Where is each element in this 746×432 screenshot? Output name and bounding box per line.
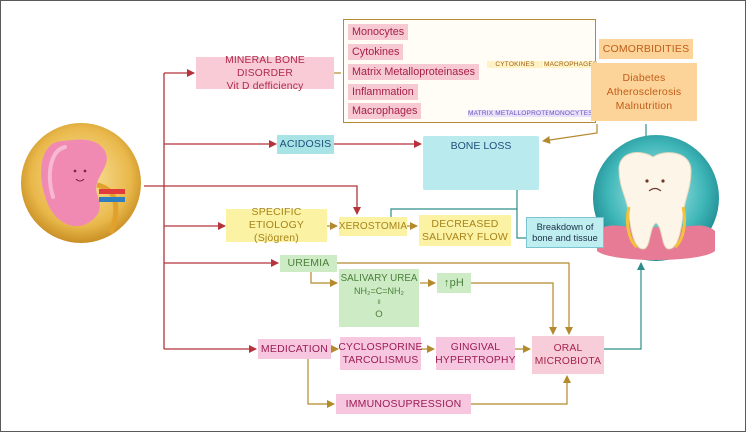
immunosupression-node: IMMUNOSUPRESSION (336, 394, 471, 414)
bone-loss-node: BONE LOSS (423, 136, 539, 190)
cytokines-caption: CYTOKINES (487, 61, 543, 68)
drug-cyclosporine: CYCLOSPORINE (338, 341, 423, 353)
mediator-monocytes: Monocytes (348, 24, 409, 40)
gingival-line1: GINGIVAL (450, 341, 501, 353)
breakdown-line2: bone and tissue (532, 232, 598, 243)
inflammatory-mediators-panel: Monocytes Cytokines Matrix Metalloprotei… (343, 19, 598, 123)
monocytes-caption: MONOCYTES (548, 110, 594, 117)
mmp-caption: MATRIX METALLOPROTEINASES (468, 110, 575, 117)
salivary-flow-line2: SALIVARY FLOW (421, 230, 509, 243)
comorbidity-atherosclerosis: Atherosclerosis (606, 86, 682, 98)
gingival-line2: HYPERTROPHY (435, 354, 516, 366)
macrophages-caption: MACROPHAGES (544, 61, 598, 68)
uremia-node: UREMIA (280, 255, 337, 272)
medication-node: MEDICATION (258, 339, 331, 359)
urea-formula: NH₂=C=NH₂ (354, 286, 404, 296)
bone-loss-label: BONE LOSS (450, 140, 512, 152)
kidney-illustration (21, 123, 141, 243)
comorbidity-diabetes: Diabetes (622, 72, 666, 84)
salivary-urea-node: SALIVARY UREA NH₂=C=NH₂ II O (339, 269, 419, 327)
oral-line1: ORAL (553, 343, 583, 354)
mineral-bone-disorder-node: MINERAL BONE DISORDER Vit D defficiency (196, 54, 334, 92)
specific-etiology-node: SPECIFIC ETIOLOGY (Sjögren) (226, 206, 327, 244)
mediator-inflammation: Inflammation (348, 84, 418, 100)
decreased-salivary-flow-node: DECREASED SALIVARY FLOW (419, 215, 511, 246)
mbd-subtitle: Vit D defficiency (226, 80, 304, 92)
acidosis-node: ACIDOSIS (277, 135, 334, 154)
oral-line2: MICROBIOTA (534, 356, 602, 367)
oral-microbiota-node: ORAL MICROBIOTA (532, 336, 604, 374)
ph-node: ↑pH (437, 273, 471, 293)
salivary-flow-line1: DECREASED (431, 217, 499, 230)
salivary-urea-title: SALIVARY UREA (340, 273, 418, 284)
xerostomia-node: XEROSTOMIA (339, 217, 407, 236)
mediator-macrophages: Macrophages (348, 103, 422, 119)
etiology-subtitle: (Sjögren) (254, 232, 299, 244)
urea-double-bond: II (377, 300, 381, 306)
drug-tarcolismus: TARCOLISMUS (342, 354, 419, 366)
mediator-mmp: Matrix Metalloproteinases (348, 64, 480, 80)
comorbidity-malnutrition: Malnutrition (615, 100, 673, 112)
comorbidities-list: Diabetes Atherosclerosis Malnutrition (591, 63, 697, 121)
comorbidities-title: COMORBIDITIES (599, 39, 693, 59)
tooth-illustration (593, 135, 719, 261)
mbd-title: MINERAL BONE DISORDER (225, 54, 305, 79)
gingival-hypertrophy-node: GINGIVAL HYPERTROPHY (435, 337, 516, 370)
breakdown-bone-tissue-node: Breakdown of bone and tissue (526, 217, 604, 248)
urea-oxygen: O (375, 309, 383, 320)
breakdown-line1: Breakdown of (536, 221, 594, 232)
etiology-title: SPECIFIC ETIOLOGY (248, 206, 305, 231)
cyclosporine-tarcolismus-node: CYCLOSPORINE TARCOLISMUS (338, 337, 423, 370)
mediator-cytokines: Cytokines (348, 44, 404, 60)
